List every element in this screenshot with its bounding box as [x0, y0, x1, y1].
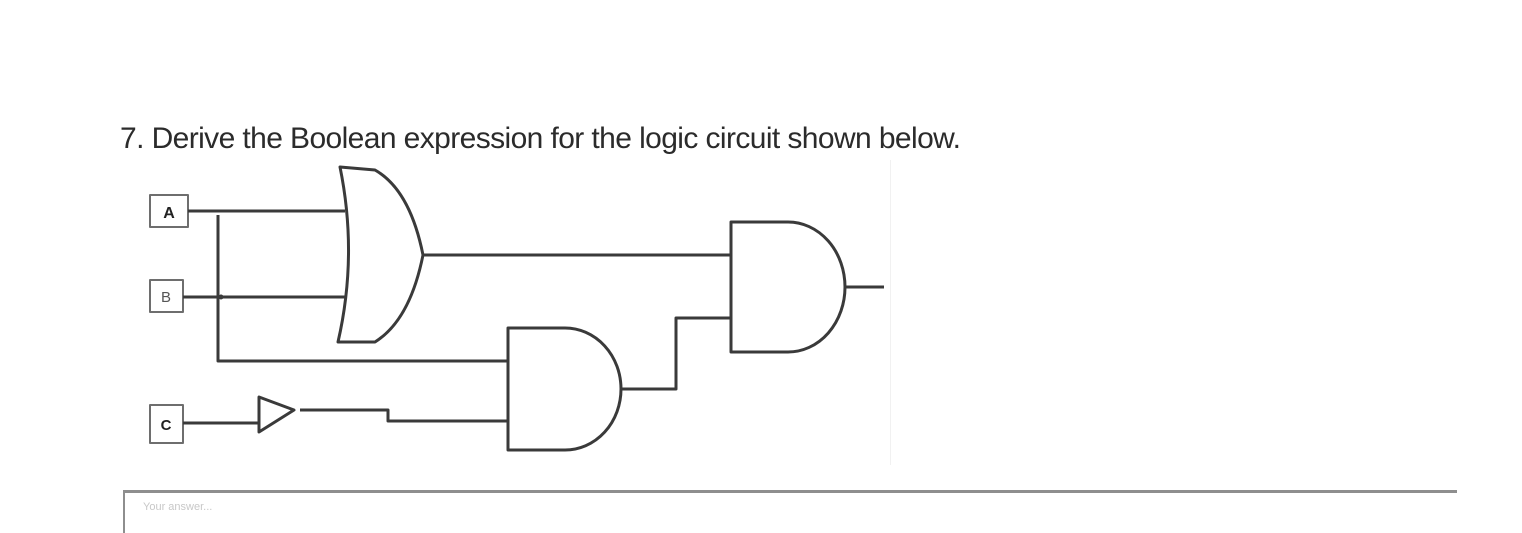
wire-a-branch	[216, 215, 512, 363]
question-prompt: Derive the Boolean expression for the lo…	[151, 122, 961, 155]
svg-text:A: A	[163, 205, 175, 222]
wire-and1-to-and2	[622, 316, 731, 391]
input-c: C	[149, 404, 184, 444]
question-text: 7. Derive the Boolean expression for the…	[120, 122, 961, 156]
diagram-border	[890, 160, 891, 465]
junction-dot	[218, 294, 224, 300]
input-a: A	[149, 194, 189, 228]
or-gate	[336, 165, 425, 344]
and-gate-2	[729, 220, 847, 354]
answer-placeholder: Your answer...	[143, 501, 213, 513]
input-b: B	[149, 279, 184, 313]
wire-buffer-to-and1	[300, 408, 512, 423]
and-gate-1	[506, 326, 623, 452]
question-number: 7.	[120, 122, 144, 155]
buffer-gate	[257, 395, 296, 434]
svg-text:C: C	[161, 417, 172, 434]
logic-circuit-diagram: A B C	[149, 165, 884, 452]
svg-text:B: B	[161, 289, 171, 306]
